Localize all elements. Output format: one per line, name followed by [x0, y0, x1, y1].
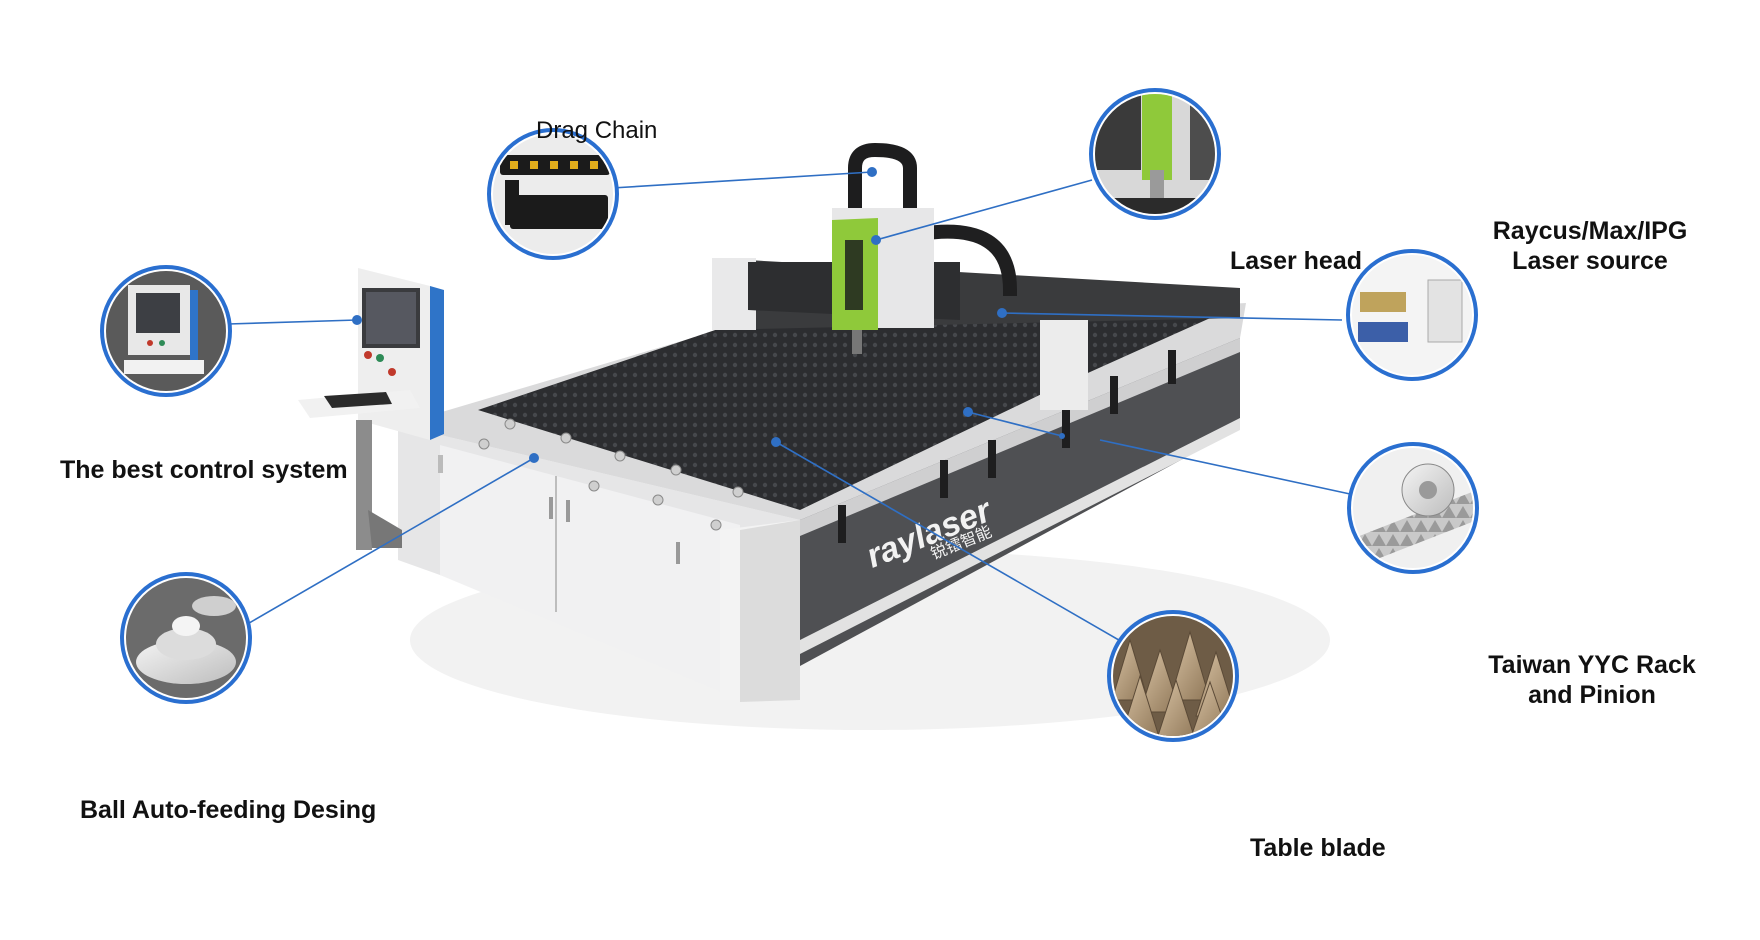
- callout-dots: [352, 167, 1065, 463]
- rack-pinion-label-line2: and Pinion: [1528, 681, 1656, 709]
- laser-head-badge: [1089, 88, 1221, 220]
- laser-head-label: Laser head: [1230, 247, 1363, 275]
- laser-source-badge: [1346, 249, 1478, 381]
- control-system-label: The best control system: [60, 456, 348, 484]
- laser-source-label-line2: Laser source: [1512, 247, 1668, 275]
- machine-side-panel: [800, 335, 1240, 666]
- ball-feeding-badge: [120, 572, 252, 704]
- control-system-badge: [100, 265, 232, 397]
- table-blade-badge: [1107, 610, 1239, 742]
- drag-chain-label: Drag Chain: [536, 117, 658, 144]
- rack-pinion-label: Taiwan YYC Rack and Pinion: [1472, 650, 1712, 710]
- rack-pinion-label-line1: Taiwan YYC Rack: [1488, 651, 1696, 679]
- laser-source-label-line1: Raycus/Max/IPG: [1492, 217, 1688, 245]
- table-blade-label: Table blade: [1250, 834, 1386, 862]
- machine: raylaser 锐镭智能: [298, 142, 1330, 730]
- control-console: [298, 268, 444, 550]
- callout-lines: [227, 171, 1351, 644]
- drag-chain-badge: [487, 128, 619, 260]
- rack-pinion-badge: [1347, 442, 1479, 574]
- laser-source-label: Raycus/Max/IPG Laser source: [1470, 216, 1710, 276]
- ball-feeding-label: Ball Auto-feeding Desing: [80, 796, 377, 824]
- laser-head-unit: [832, 142, 934, 354]
